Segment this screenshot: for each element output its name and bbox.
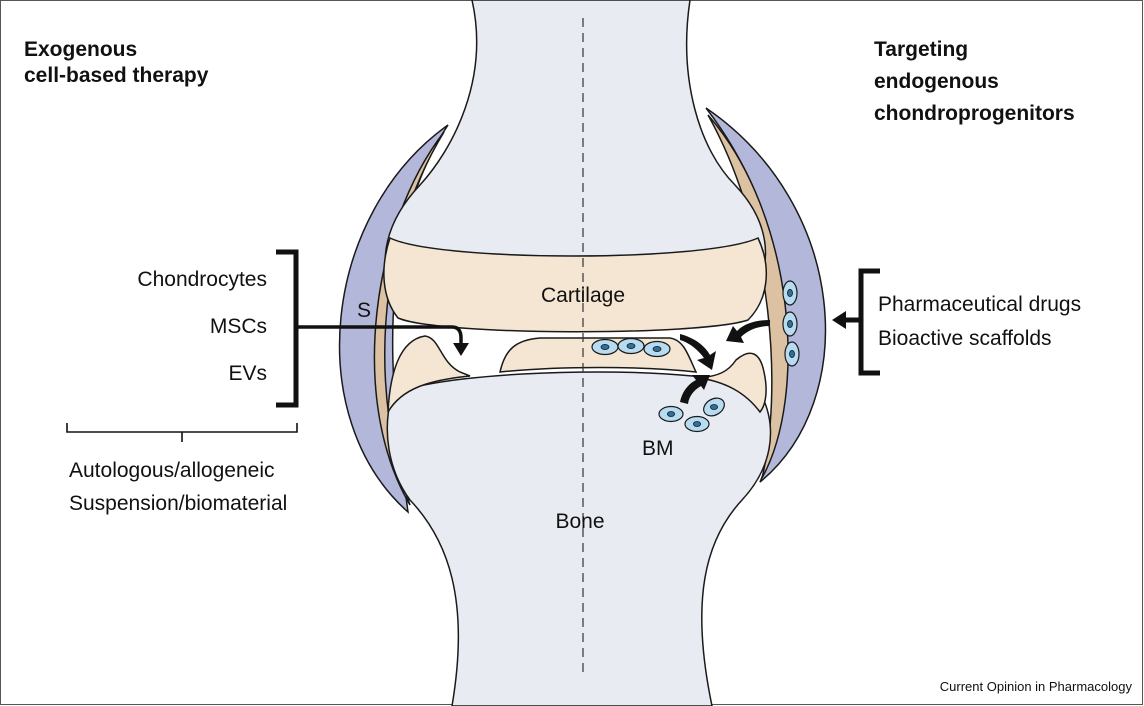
- cell: [685, 417, 709, 432]
- right-arrow-head: [832, 311, 846, 329]
- note-suspension: Suspension/biomaterial: [69, 492, 287, 516]
- left-bracket: [276, 252, 296, 405]
- label-cartilage: Cartilage: [523, 284, 643, 308]
- lower-bone: [387, 372, 770, 706]
- label-synovium: S: [357, 299, 371, 323]
- list-item-chondrocytes: Chondrocytes: [80, 268, 267, 292]
- cell: [618, 339, 644, 354]
- cell: [659, 407, 683, 422]
- surface-cells: [592, 339, 670, 357]
- synovial-cells: [783, 281, 799, 366]
- note-autologous: Autologous/allogeneic: [69, 459, 275, 483]
- list-item-mscs: MSCs: [80, 315, 267, 339]
- left-heading-line2: cell-based therapy: [24, 64, 208, 88]
- cell: [785, 342, 799, 366]
- right-heading-line1: Targeting: [874, 38, 968, 62]
- right-bracket: [861, 271, 880, 373]
- label-bone: Bone: [535, 510, 625, 534]
- label-bone-marrow: BM: [642, 437, 674, 461]
- right-heading-line3: chondroprogenitors: [874, 102, 1075, 126]
- cell: [783, 312, 797, 336]
- right-heading-line2: endogenous: [874, 70, 999, 94]
- delivery-arrow-head: [453, 343, 469, 356]
- cell: [644, 342, 670, 357]
- cell: [783, 281, 797, 305]
- cell: [592, 340, 618, 355]
- list-item-pharmaceutical-drugs: Pharmaceutical drugs: [878, 293, 1081, 317]
- left-heading-line1: Exogenous: [24, 38, 137, 62]
- credit-line: Current Opinion in Pharmacology: [870, 680, 1132, 695]
- list-item-bioactive-scaffolds: Bioactive scaffolds: [878, 327, 1052, 351]
- list-item-evs: EVs: [80, 362, 267, 386]
- options-bracket: [67, 423, 297, 442]
